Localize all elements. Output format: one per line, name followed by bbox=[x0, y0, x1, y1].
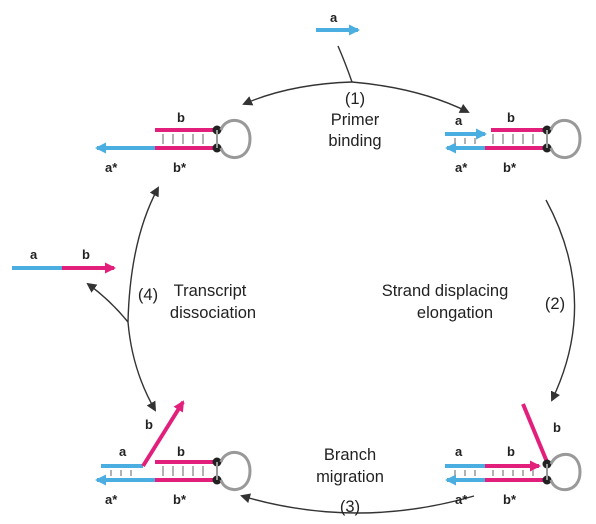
step-number: (3) bbox=[340, 498, 360, 516]
step-1-label: (1) Primer binding bbox=[328, 90, 381, 150]
segment-label-b-star: b* bbox=[503, 492, 517, 507]
arrow-primer-in bbox=[337, 45, 353, 83]
step-number: (1) bbox=[345, 90, 365, 108]
step-title-line1: Transcript bbox=[174, 282, 247, 300]
arrow-step1-left bbox=[242, 81, 353, 106]
segment-label-a-star: a* bbox=[455, 492, 468, 507]
step-title-line1: Strand displacing bbox=[382, 282, 509, 300]
segment-label-b: b bbox=[507, 110, 515, 125]
segment-label-b: b bbox=[82, 247, 90, 262]
step-title-line1: Primer bbox=[331, 111, 380, 129]
segment-label-b-star: b* bbox=[503, 160, 517, 175]
segment-label-b: b bbox=[553, 420, 561, 435]
segment-label-b: b bbox=[145, 417, 153, 432]
step-title-line2: dissociation bbox=[170, 304, 256, 322]
segment-label-b-star: b* bbox=[173, 492, 187, 507]
segment-label-a-star: a* bbox=[455, 160, 468, 175]
segment-label-a: a bbox=[119, 444, 127, 459]
segment-label-a: a bbox=[330, 10, 338, 25]
cycle-arrows bbox=[86, 45, 576, 514]
step-title-line2: binding bbox=[328, 132, 381, 150]
segment-label-b: b bbox=[177, 110, 185, 125]
arrow-step1-right bbox=[351, 81, 470, 113]
arrow-transcript-out bbox=[86, 282, 129, 323]
segment-label-b-star: b* bbox=[173, 160, 187, 175]
hairpin-complex-top-right: a b a* b* bbox=[445, 110, 582, 175]
segment-label-b: b bbox=[507, 444, 515, 459]
segment-label-a-star: a* bbox=[105, 492, 118, 507]
hairpin-complex-top-left: b a* b* bbox=[95, 110, 252, 175]
arrow-step2 bbox=[545, 199, 576, 402]
segment-label-b: b bbox=[177, 444, 185, 459]
hairpin-complex-bottom-right: b a b a* b* bbox=[445, 403, 582, 507]
step-title-line2: migration bbox=[316, 468, 384, 486]
step-title-line1: Branch bbox=[324, 446, 376, 464]
segment-label-a: a bbox=[455, 444, 463, 459]
arrow-step4-up bbox=[127, 186, 159, 323]
step-number: (2) bbox=[545, 295, 565, 313]
hairpin-complex-bottom-left: b a b a* b* bbox=[95, 400, 252, 507]
segment-label-a: a bbox=[455, 113, 463, 128]
free-transcript: a b bbox=[12, 247, 116, 274]
free-primer: a bbox=[316, 10, 360, 36]
step-4-label: (4) Transcript dissociation bbox=[138, 282, 256, 322]
step-title-line2: elongation bbox=[417, 304, 493, 322]
arrow-step4-down bbox=[127, 321, 156, 412]
segment-label-a: a bbox=[30, 247, 38, 262]
segment-label-a-star: a* bbox=[105, 160, 118, 175]
step-2-label: Strand displacing elongation (2) bbox=[382, 282, 565, 322]
arrow-step3 bbox=[240, 493, 475, 514]
step-3-label: Branch migration (3) bbox=[316, 446, 384, 516]
step-number: (4) bbox=[138, 286, 158, 304]
